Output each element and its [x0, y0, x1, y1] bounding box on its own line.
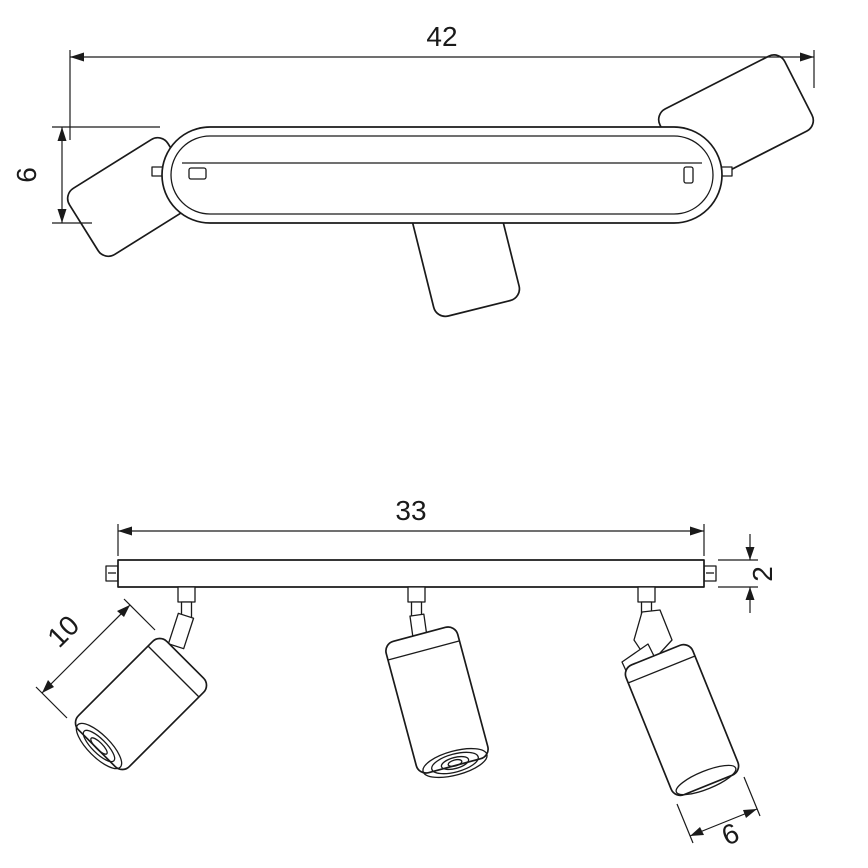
- spot-body-seam: [147, 645, 200, 698]
- lens-ring-outer: [422, 747, 488, 779]
- spot-body-seam: [627, 655, 696, 684]
- dim-spot-length-label: 10: [41, 609, 85, 653]
- front-view: 33 2 10 6: [35, 495, 778, 852]
- arrowhead-lower: [42, 680, 54, 693]
- spot-body: [74, 637, 208, 771]
- arrowhead-bottom: [745, 587, 755, 600]
- arrowhead-right: [800, 52, 814, 62]
- arrowhead-bottom: [57, 209, 67, 223]
- mounting-plate-outline: [161, 126, 723, 224]
- spot-body: [624, 643, 740, 797]
- lens-ring-outer: [75, 722, 123, 770]
- stem-upper: [177, 586, 196, 603]
- mounting-plate: [151, 126, 733, 224]
- dimension-line: [41, 604, 131, 694]
- dim-rail-thickness: 2: [718, 534, 778, 613]
- lens-ring-center: [447, 758, 463, 768]
- dim-overall-width-label: 42: [426, 21, 457, 52]
- extension-line: [35, 686, 68, 719]
- dim-spot-diameter-label: 6: [717, 817, 743, 852]
- arrowhead-top: [57, 127, 67, 141]
- rail-body: [117, 559, 705, 588]
- top-view: 42 6: [11, 21, 815, 318]
- lens-ring-middle: [431, 751, 479, 775]
- spot-front-center: [385, 586, 489, 779]
- mounting-plate-inner-edge: [170, 135, 714, 215]
- spot-body-seam: [387, 640, 460, 661]
- arrowhead-left: [70, 52, 84, 62]
- arrowhead-left: [118, 526, 132, 536]
- arrowhead-right: [743, 809, 757, 818]
- dim-rail-length: 33: [117, 495, 705, 556]
- pivot-joint: [167, 612, 195, 650]
- lens-ring-inner: [90, 737, 108, 755]
- dim-overall-width: 42: [69, 21, 815, 140]
- extension-line: [676, 803, 694, 844]
- arrowhead-upper: [117, 605, 130, 617]
- lens-ring-inner: [440, 755, 470, 771]
- spot-front-right: [621, 586, 740, 797]
- extension-line: [123, 598, 156, 631]
- stem-upper: [407, 586, 426, 603]
- end-cap-rim: [675, 764, 737, 796]
- ceiling-rail: [105, 559, 717, 588]
- arrowhead-right: [690, 526, 704, 536]
- arrowhead-top: [745, 547, 755, 560]
- spot-front-left: [74, 586, 208, 771]
- stem-upper: [637, 586, 656, 603]
- mounting-slot-left: [188, 167, 207, 180]
- arrowhead-left: [690, 827, 704, 836]
- mounting-slot-right: [683, 166, 694, 184]
- extension-line: [743, 776, 761, 817]
- dim-rail-length-label: 33: [395, 495, 426, 526]
- dim-plate-depth-label: 6: [11, 167, 42, 183]
- dim-plate-depth: 6: [11, 126, 160, 224]
- lens-ring-middle: [82, 729, 116, 763]
- dim-rail-thickness-label: 2: [747, 566, 778, 582]
